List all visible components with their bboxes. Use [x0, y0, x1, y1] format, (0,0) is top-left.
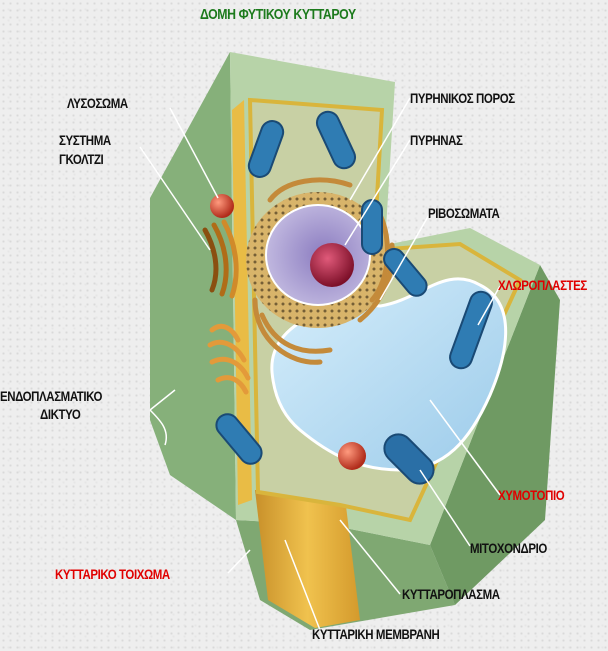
label-er-line1: ΕΝΔΟΠΛΑΣΜΑΤΙΚΟ [0, 388, 102, 404]
label-golgi-line2: ΓΚΟΛΤΖΙ [59, 151, 103, 167]
label-nucleus: ΠΥΡΗΝΑΣ [410, 132, 463, 148]
label-ribosomes: ΡΙΒΟΣΩΜΑΤΑ [428, 205, 499, 221]
cut-face-front [255, 490, 360, 628]
label-vacuole: ΧΥΜΟΤΟΠΙΟ [498, 487, 564, 503]
nucleolus [310, 243, 354, 287]
label-mitochondrion: ΜΙΤΟΧΟΝΔΡΙΟ [470, 540, 547, 556]
label-cytoplasm: ΚΥΤΤΑΡΟΠΛΑΣΜΑ [402, 586, 500, 602]
label-nuclear-pore: ΠΥΡΗΝΙΚΟΣ ΠΟΡΟΣ [410, 90, 515, 106]
label-lysosome: ΛΥΣΟΣΩΜΑ [67, 95, 128, 111]
label-golgi-line1: ΣΥΣΤΗΜΑ [59, 132, 111, 148]
label-er-line2: ΔΙΚΤΥΟ [40, 406, 80, 422]
chloroplast [362, 200, 382, 254]
cell-wall-pointer [228, 550, 250, 573]
label-cell-membrane: ΚΥΤΤΑΡΙΚΗ ΜΕΜΒΡΑΝΗ [312, 626, 439, 642]
label-chloroplasts: ΧΛΩΡΟΠΛΑΣΤΕΣ [498, 277, 587, 293]
label-cell-wall: ΚΥΤΤΑΡΙΚΟ ΤΟΙΧΩΜΑ [55, 566, 170, 582]
lysosome [210, 194, 234, 218]
diagram-title: ΔΟΜΗ ΦΥΤΙΚΟΥ ΚΥΤΤΑΡΟΥ [200, 6, 356, 23]
lysosome [338, 442, 366, 470]
